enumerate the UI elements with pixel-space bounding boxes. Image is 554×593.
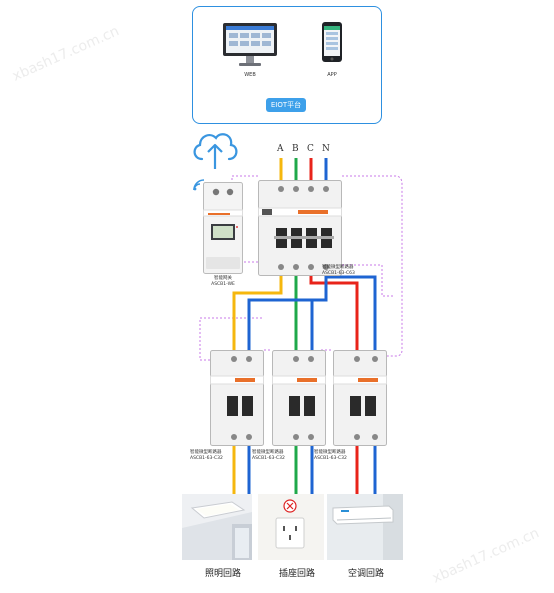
app-label: APP — [327, 72, 337, 78]
phase-label-n: N — [322, 144, 330, 154]
branch-breaker-2 — [272, 350, 326, 446]
branch-breaker-1-label-2: ASCB1-63-C32 — [190, 456, 223, 461]
phase-label-b: B — [292, 144, 299, 154]
phase-label-a: A — [277, 144, 284, 154]
platform-name-button[interactable]: EIOT平台 — [266, 98, 306, 112]
phase-label-c: C — [307, 144, 314, 154]
branch-breaker-3-label-1: 智能微型断路器 — [314, 450, 346, 455]
gateway-label-2: ASCB1-WE — [211, 282, 235, 287]
ceiling-light-photo — [182, 494, 252, 560]
air-conditioner-photo — [327, 494, 403, 560]
web-label: WEB — [244, 72, 256, 78]
smartphone-icon — [322, 22, 342, 62]
monitor-icon — [223, 23, 277, 66]
main-breaker-device — [258, 180, 342, 276]
cloud-upload-icon — [193, 133, 238, 169]
gateway-label-1: 智能网关 — [214, 276, 232, 281]
wall-socket-photo — [258, 494, 324, 560]
wifi-icon — [193, 179, 205, 191]
branch-breaker-1 — [210, 350, 264, 446]
scene-label-socket: 插座回路 — [278, 569, 315, 579]
scene-label-lighting: 照明回路 — [204, 569, 241, 579]
branch-breaker-2-label-1: 智能微型断路器 — [252, 450, 284, 455]
branch-breaker-3 — [333, 350, 387, 446]
scene-label-ac: 空调回路 — [347, 569, 384, 579]
branch-breaker-2-label-2: ASCB1-63-C32 — [252, 456, 285, 461]
branch-breaker-1-label-1: 智能微型断路器 — [190, 450, 222, 455]
main-breaker-label-2: ASCB1-63-C63 — [322, 271, 355, 276]
branch-breaker-3-label-2: ASCB1-63-C32 — [314, 456, 347, 461]
gateway-device — [203, 182, 243, 274]
main-breaker-label-1: 智能微型断路器 — [322, 265, 354, 270]
